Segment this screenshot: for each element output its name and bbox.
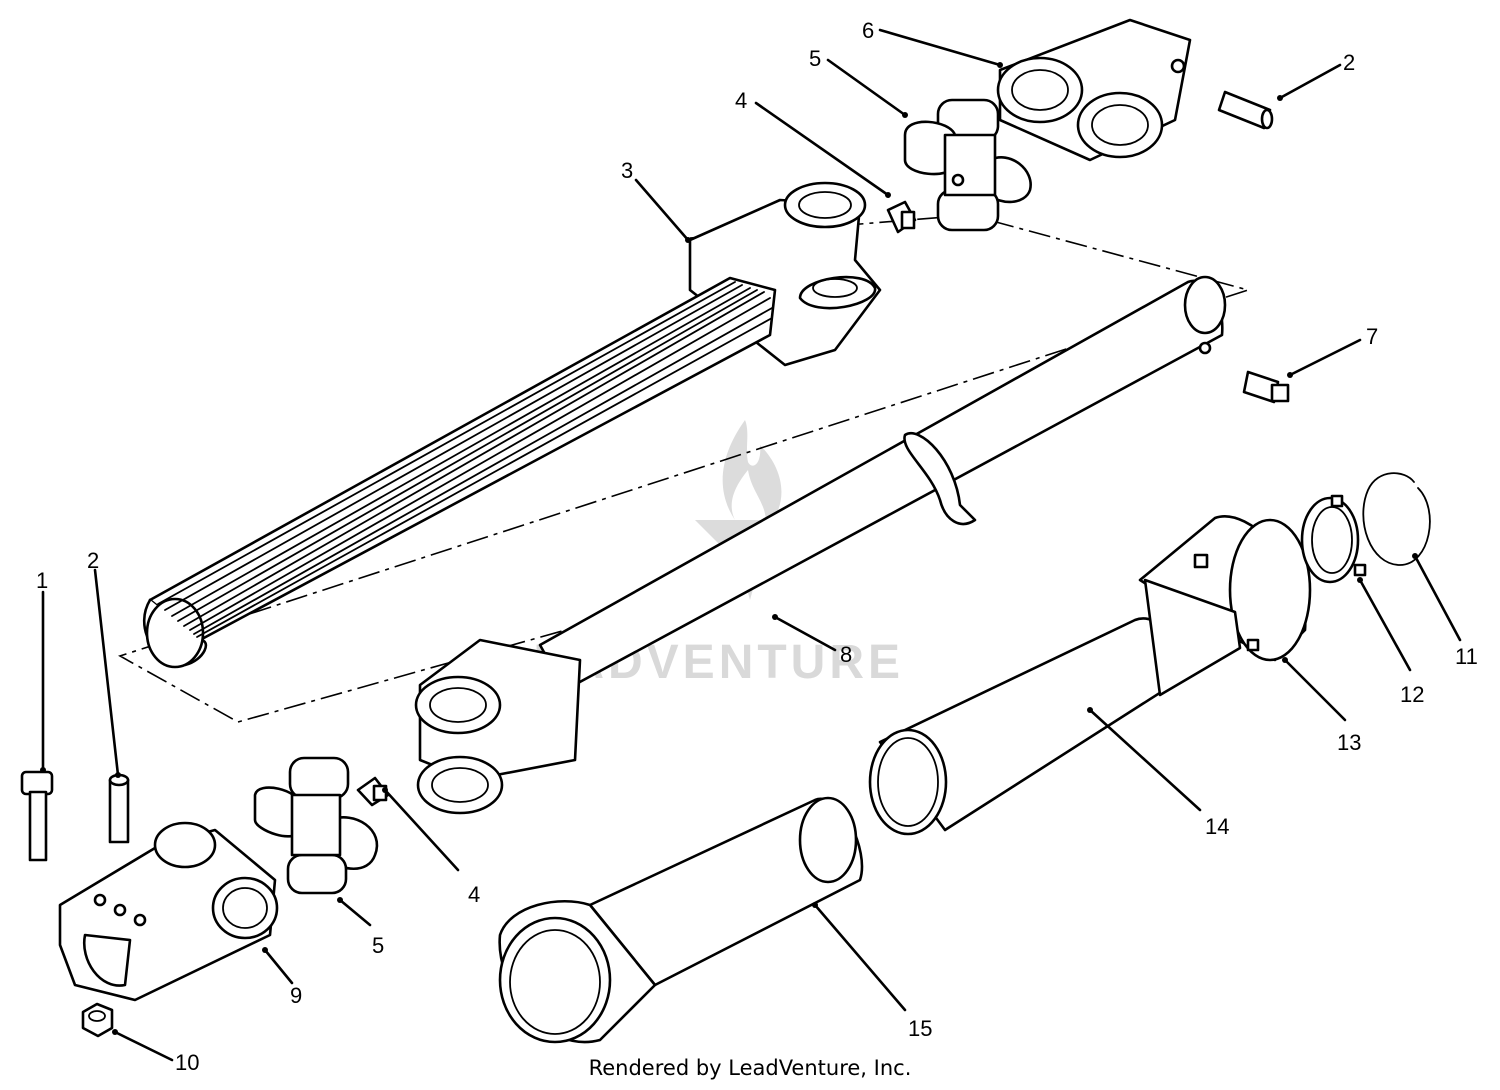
leader-lines <box>40 28 1462 1062</box>
callout-2-bottom: 2 <box>87 548 99 573</box>
part-7-bolt <box>1242 370 1290 404</box>
callout-7: 7 <box>1366 324 1378 349</box>
part-14-shield-tube <box>868 617 1184 836</box>
part-5-cross-journal-top <box>903 98 1032 232</box>
part-2-pin-top <box>1217 90 1274 130</box>
part-1-bolt <box>20 770 54 862</box>
callout-13: 13 <box>1337 730 1361 755</box>
callout-10: 10 <box>175 1050 199 1075</box>
part-13-bearing-shield <box>1138 515 1312 697</box>
dashed-reference-line <box>118 214 1251 723</box>
callout-3: 3 <box>621 158 633 183</box>
callout-15: 15 <box>908 1016 932 1041</box>
callout-11: 11 <box>1455 644 1478 669</box>
callout-6: 6 <box>862 18 874 43</box>
callout-12: 12 <box>1400 682 1424 707</box>
part-2-pin-bottom <box>108 773 130 844</box>
callout-9: 9 <box>290 983 302 1008</box>
callout-1: 1 <box>36 568 48 593</box>
part-9-splined-yoke <box>58 821 279 1002</box>
part-10-nut <box>81 1002 114 1038</box>
part-11-snap-ring <box>1362 472 1431 566</box>
callout-5-top: 5 <box>809 46 821 71</box>
part-5-cross-journal-bottom <box>253 756 379 895</box>
part-8-inner-tube-yoke <box>414 275 1227 815</box>
part-12-retaining-ring <box>1300 494 1367 584</box>
callout-5-bottom: 5 <box>372 933 384 958</box>
callout-4-bottom: 4 <box>468 882 480 907</box>
callout-8: 8 <box>840 642 852 667</box>
part-3-splined-shaft-yoke <box>142 181 882 669</box>
watermark-flame-icon <box>722 420 782 530</box>
part-4-grease-fitting-top <box>886 200 917 234</box>
render-credit: Rendered by LeadVenture, Inc. <box>588 1056 912 1080</box>
callout-labels: 1 2 2 3 4 4 5 5 6 7 8 9 10 11 12 13 14 1… <box>36 18 1478 1075</box>
callout-2-top: 2 <box>1343 50 1355 75</box>
callout-14: 14 <box>1205 814 1229 839</box>
part-6-yoke <box>996 18 1192 162</box>
callout-4-top: 4 <box>735 88 747 113</box>
part-15-outer-shield <box>498 796 864 1044</box>
